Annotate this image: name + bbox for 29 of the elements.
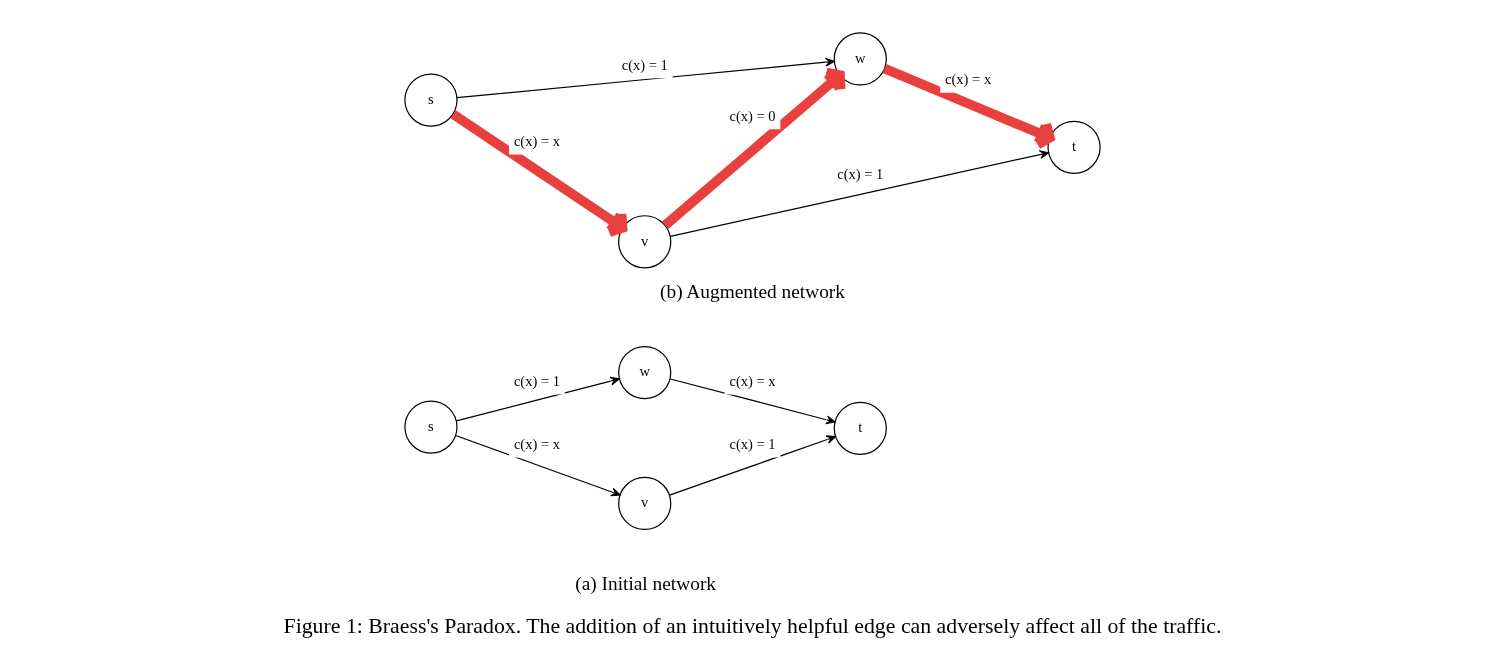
label: (b) Augmented network: [660, 281, 845, 303]
node-circle: v: [618, 476, 672, 531]
caption: Figure 1: Braess's Paradox. The addition of an intuitively helpful edge can adversely affect all of the traffic.: [283, 614, 1222, 639]
node-circle: v: [618, 215, 672, 269]
arrow: [669, 150, 1050, 237]
node-circle: t: [1047, 120, 1101, 174]
node-circle: w: [833, 32, 887, 86]
arrow: [882, 64, 1055, 150]
node-circle: w: [618, 345, 672, 400]
edge-label: c(x) = 0: [729, 107, 776, 124]
arrow: [668, 435, 836, 496]
edge-label: c(x) = x: [729, 373, 776, 390]
arrow: [454, 434, 621, 497]
edge-label: c(x) = 1: [729, 436, 776, 453]
edge-label: c(x) = x: [513, 436, 560, 453]
label: (a) Initial network: [575, 573, 717, 595]
arrow: [662, 67, 846, 229]
edge-label: c(x) = 1: [837, 165, 884, 182]
arrow: [455, 376, 620, 422]
edge-label: c(x) = 1: [513, 373, 560, 390]
edge-label: c(x) = x: [513, 133, 560, 150]
arrow: [456, 57, 835, 99]
arrow: [450, 110, 628, 237]
edge-label: c(x) = 1: [621, 56, 668, 73]
node-circle: s: [404, 400, 458, 454]
arrow: [669, 378, 836, 425]
edge-label: c(x) = x: [945, 71, 992, 88]
node-circle: t: [833, 401, 887, 455]
node-circle: s: [404, 73, 458, 127]
